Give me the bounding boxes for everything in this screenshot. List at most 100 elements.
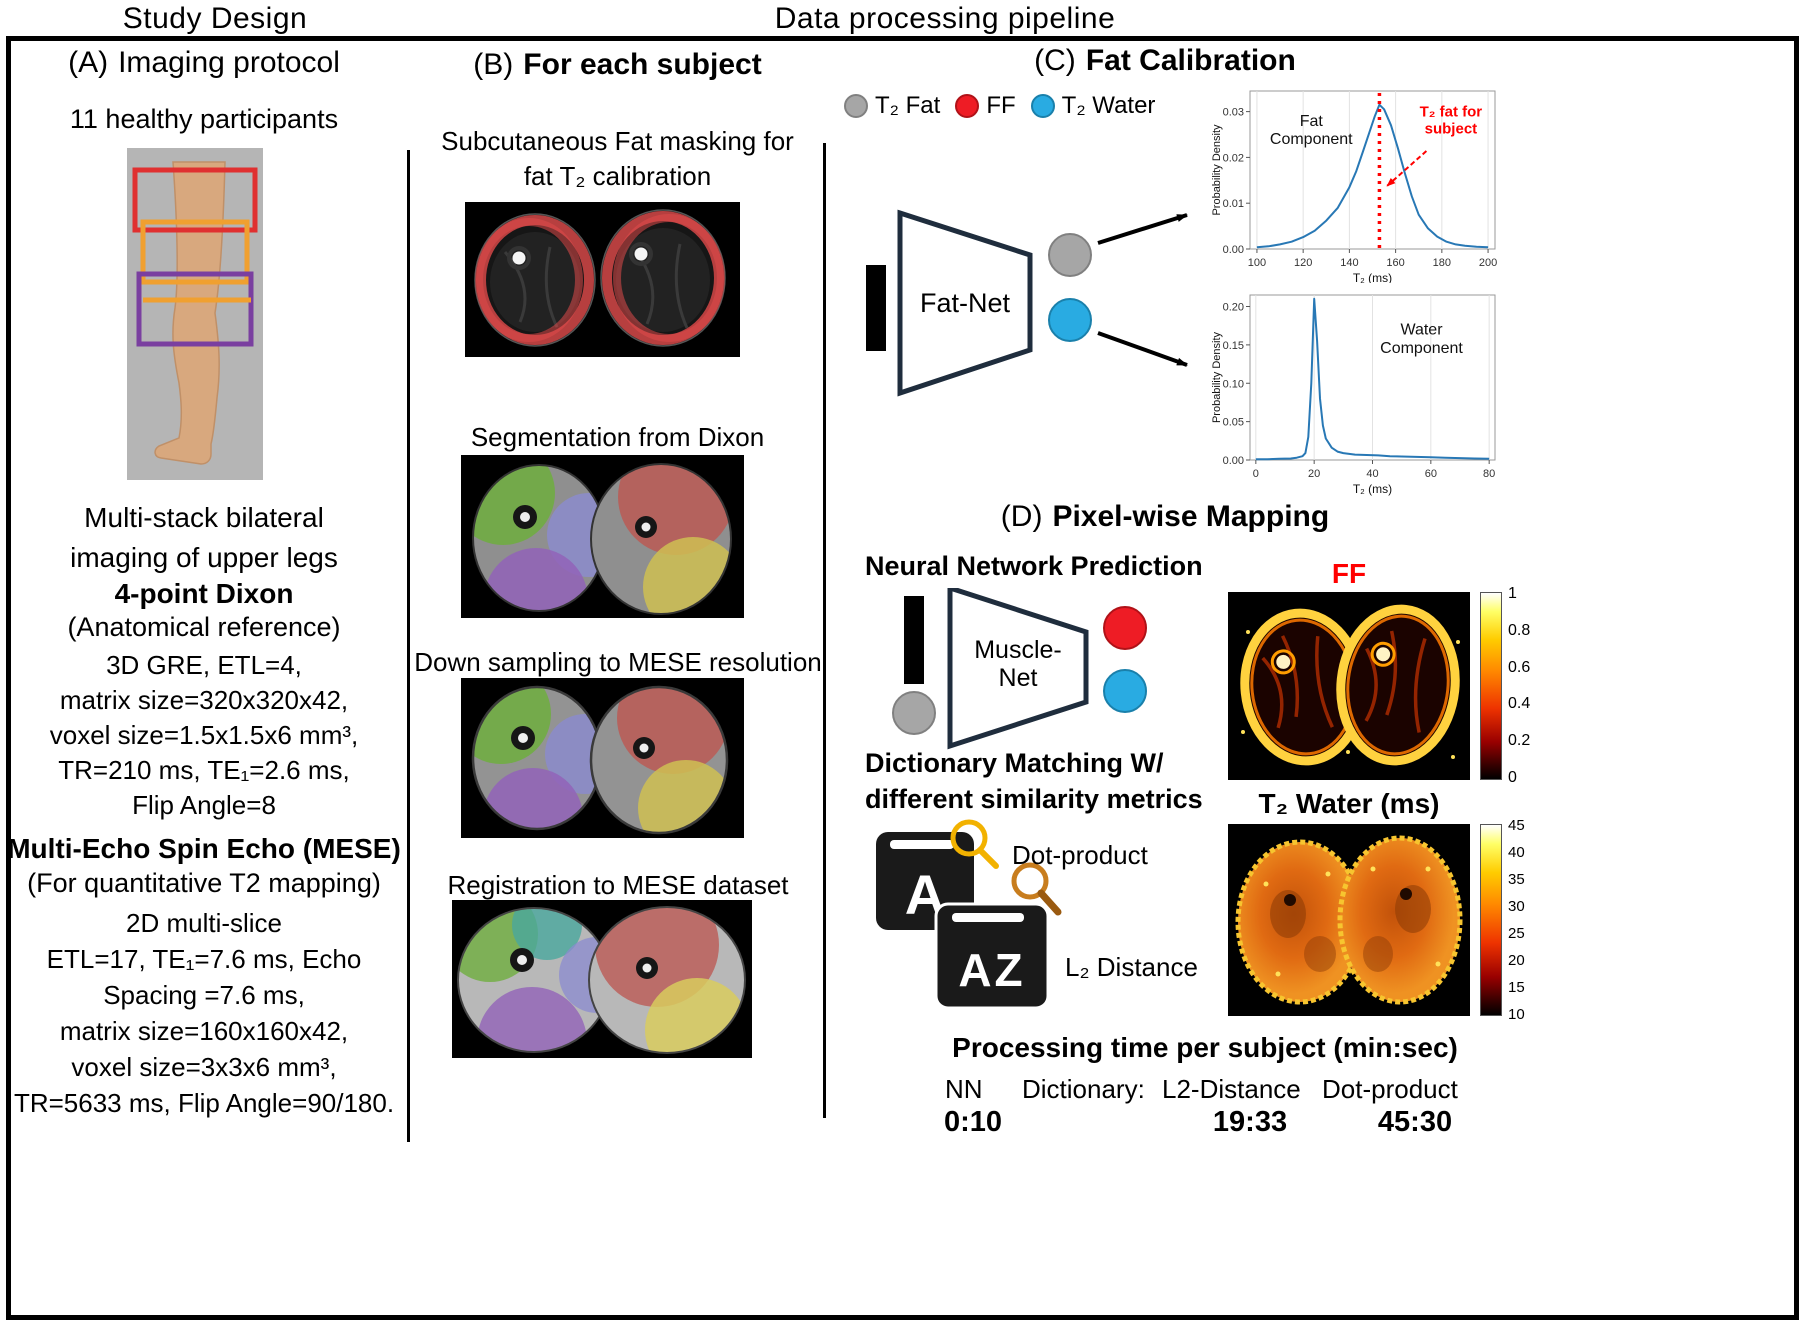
header-pipeline: Data processing pipeline bbox=[774, 2, 1116, 35]
svg-text:140: 140 bbox=[1340, 257, 1358, 269]
mese-title: Multi-Echo Spin Echo (MESE) bbox=[7, 833, 401, 864]
svg-text:Probability Density: Probability Density bbox=[1211, 331, 1223, 423]
timing-value-nn: 0:10 bbox=[943, 1106, 1003, 1138]
bone-right bbox=[634, 247, 648, 261]
fat-net-label: Fat-Net bbox=[920, 288, 1011, 318]
dictionary-icons: A AZ bbox=[876, 819, 1062, 1010]
stack-red bbox=[132, 167, 258, 233]
card-a-slot bbox=[890, 840, 954, 849]
svg-text:40: 40 bbox=[1366, 468, 1378, 480]
t2-fat-output-circle bbox=[1048, 233, 1092, 277]
svg-text:T₂ (ms): T₂ (ms) bbox=[1353, 482, 1392, 496]
dictionary-card-az-icon bbox=[934, 902, 1050, 1010]
panel-a-heading: (A) Imaging protocol bbox=[4, 46, 404, 80]
panel-c-label: (C) bbox=[1034, 44, 1076, 77]
dixon-specs: 3D GRE, ETL=4, matrix size=320x320x42, v… bbox=[49, 650, 359, 820]
ff-speckles bbox=[1241, 630, 1460, 759]
step1-caption: Subcutaneous Fat masking for fat T₂ cali… bbox=[441, 126, 794, 191]
panel-b-label: (B) bbox=[473, 48, 514, 81]
svg-text:200: 200 bbox=[1479, 257, 1497, 269]
dixon-subtitle: (Anatomical reference) bbox=[67, 612, 341, 642]
arrow-to-water-plot bbox=[1097, 331, 1188, 367]
card-az-letters: AZ bbox=[958, 944, 1025, 996]
segmented-leg-left bbox=[473, 465, 605, 611]
mri-segmentation-image bbox=[461, 455, 744, 618]
legend-t2-water-label: T₂ Water bbox=[1061, 92, 1156, 119]
stack-purple bbox=[136, 271, 254, 347]
svg-text:60: 60 bbox=[1425, 468, 1437, 480]
t2-water-heatmap bbox=[1228, 824, 1470, 1016]
svg-text:0.00: 0.00 bbox=[1223, 244, 1244, 256]
registered-leg-right bbox=[589, 907, 745, 1053]
svg-text:0.05: 0.05 bbox=[1223, 417, 1244, 429]
t2-leg-right bbox=[1337, 835, 1463, 1005]
ff-output-circle bbox=[1103, 606, 1147, 650]
nn-prediction-label: Neural Network Prediction bbox=[865, 551, 1203, 581]
panel-b-title: For each subject bbox=[523, 48, 762, 81]
svg-text:0.15: 0.15 bbox=[1223, 340, 1244, 352]
divider-a-b bbox=[407, 150, 410, 1142]
svg-text:100: 100 bbox=[1248, 257, 1266, 269]
mese-specs: 2D multi-slice ETL=17, TE₁=7.6 ms, Echo … bbox=[13, 908, 395, 1118]
t2-map-title: T₂ Water (ms) bbox=[1258, 788, 1440, 819]
stack-orange bbox=[140, 219, 250, 285]
svg-text:0.03: 0.03 bbox=[1223, 107, 1244, 119]
legend-t2-water: T₂ Water bbox=[1030, 92, 1156, 120]
figure-border bbox=[6, 36, 1799, 1320]
header-study-design: Study Design bbox=[122, 2, 308, 35]
legend-ff-label: FF bbox=[986, 92, 1016, 119]
ff-leg-right bbox=[1336, 604, 1460, 766]
mri-registration-image bbox=[452, 900, 752, 1058]
card-az-slot bbox=[952, 913, 1024, 922]
legend-t2-fat: T₂ Fat bbox=[843, 92, 940, 120]
ff-colorbar bbox=[1480, 592, 1502, 780]
panel-d-label: (D) bbox=[1000, 500, 1043, 533]
legend-ff: FF bbox=[954, 92, 1016, 120]
svg-text:20: 20 bbox=[1308, 468, 1320, 480]
panel-a-title: Imaging protocol bbox=[118, 46, 340, 79]
t2-colorbar bbox=[1480, 824, 1502, 1016]
panel-a-label: (A) bbox=[68, 46, 109, 79]
svg-text:0.00: 0.00 bbox=[1223, 455, 1244, 467]
muscle-net-diagram: Muscle- Net bbox=[892, 588, 1147, 750]
timing-header-nn: NN bbox=[945, 1074, 983, 1104]
svg-text:Probability Density: Probability Density bbox=[1211, 124, 1223, 216]
timing-header-dictionary: Dictionary: bbox=[1022, 1074, 1145, 1104]
mri-fat-mask-image bbox=[465, 202, 740, 357]
svg-text:0.01: 0.01 bbox=[1223, 198, 1244, 210]
panel-b-heading: (B) For each subject bbox=[425, 48, 810, 82]
panel-d-heading: (D) Pixel-wise Mapping bbox=[965, 500, 1365, 534]
panel-c-heading: (C)Fat Calibration bbox=[1000, 44, 1330, 78]
magnifier-orange-icon bbox=[1011, 862, 1062, 916]
t2-water-output-circle bbox=[1048, 298, 1092, 342]
multistack-text: Multi-stack bilateral imaging of upper l… bbox=[70, 502, 338, 573]
muscle-net-trapezoid bbox=[947, 588, 1089, 750]
t2-water-circle-icon bbox=[1030, 94, 1055, 118]
timing-value-l2: 19:33 bbox=[1212, 1106, 1288, 1138]
calibration-legend: T₂ Fat FF T₂ Water bbox=[843, 92, 1155, 120]
svg-text:0.02: 0.02 bbox=[1223, 152, 1244, 164]
timing-header-dot: Dot-product bbox=[1322, 1074, 1458, 1104]
timing-header-l2: L2-Distance bbox=[1162, 1074, 1301, 1104]
svg-text:160: 160 bbox=[1386, 257, 1404, 269]
ff-map-title: FF bbox=[1331, 558, 1367, 589]
ff-heatmap bbox=[1228, 592, 1470, 780]
fat-net-diagram: Fat-Net bbox=[866, 209, 1188, 397]
input-bar-icon bbox=[866, 265, 886, 351]
registered-leg-left bbox=[458, 908, 610, 1052]
legend-t2-fat-label: T₂ Fat bbox=[875, 92, 941, 119]
t2-water-output-circle bbox=[1103, 669, 1147, 713]
leg-stacks-illustration bbox=[127, 148, 263, 480]
panel-d-title: Pixel-wise Mapping bbox=[1052, 500, 1330, 533]
step4-caption: Registration to MESE dataset bbox=[447, 870, 789, 900]
divider-b-cd bbox=[823, 143, 826, 1118]
step2-caption: Segmentation from Dixon bbox=[470, 422, 765, 452]
dixon-title: 4-point Dixon bbox=[114, 578, 294, 609]
svg-text:T₂ (ms): T₂ (ms) bbox=[1353, 271, 1392, 283]
